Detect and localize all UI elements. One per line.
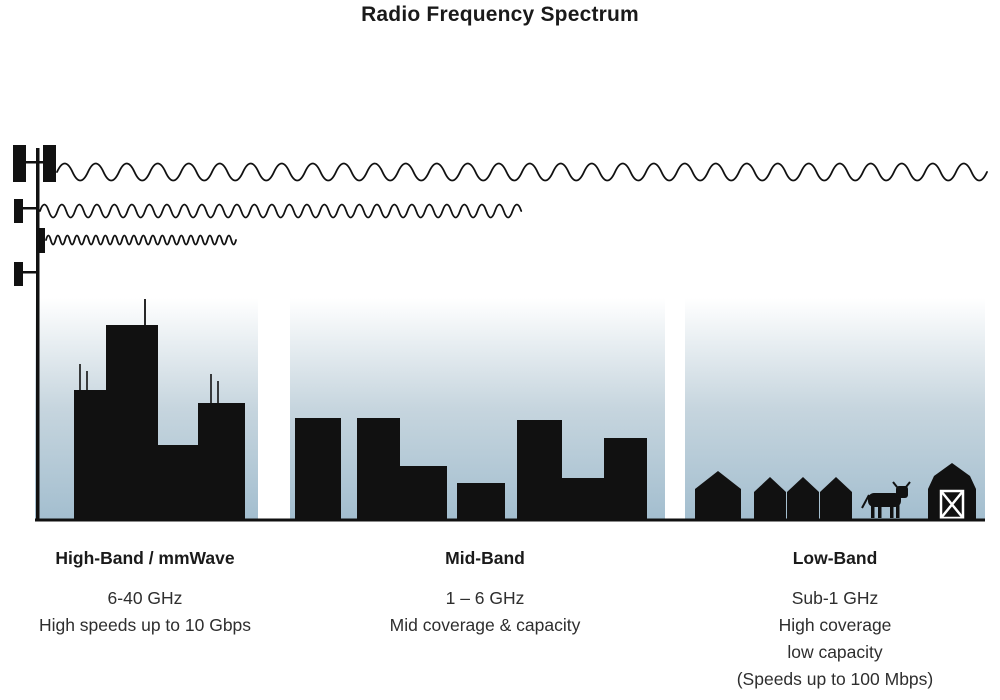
diagram-title: Radio Frequency Spectrum xyxy=(361,3,639,26)
cell-tower-icon xyxy=(13,145,56,520)
mid-band-label-group: Mid-Band 1 – 6 GHz Mid coverage & capaci… xyxy=(345,548,625,639)
mid-frequency-wave-icon xyxy=(39,203,523,219)
high-band-label-group: High-Band / mmWave 6-40 GHz High speeds … xyxy=(5,548,285,639)
band-frequency: 1 – 6 GHz xyxy=(445,588,525,608)
house-icon xyxy=(787,477,819,520)
band-detail: High speeds up to 10 Gbps xyxy=(38,615,252,635)
band-detail: low capacity xyxy=(787,642,883,662)
house-icon xyxy=(754,477,786,520)
house-icon xyxy=(820,477,852,520)
mid-band-skyline-icon xyxy=(295,418,647,520)
band-name: Mid-Band xyxy=(445,548,525,568)
band-frequency: Sub-1 GHz xyxy=(791,588,879,608)
band-name: High-Band / mmWave xyxy=(55,548,235,568)
cow-icon xyxy=(861,481,911,518)
barn-icon xyxy=(928,463,976,520)
high-band-skyline-icon xyxy=(74,299,245,520)
low-band-label-group: Low-Band Sub-1 GHz High coverage low cap… xyxy=(695,548,975,693)
band-detail: High coverage xyxy=(778,615,892,635)
band-name: Low-Band xyxy=(792,548,878,568)
low-band-rural-icon xyxy=(695,463,976,520)
high-frequency-wave-icon xyxy=(45,234,237,246)
house-icon xyxy=(695,471,741,520)
band-detail: Mid coverage & capacity xyxy=(389,615,581,635)
band-detail: (Speeds up to 100 Mbps) xyxy=(736,669,934,689)
low-frequency-wave-icon xyxy=(56,162,988,182)
band-frequency: 6-40 GHz xyxy=(107,588,183,608)
